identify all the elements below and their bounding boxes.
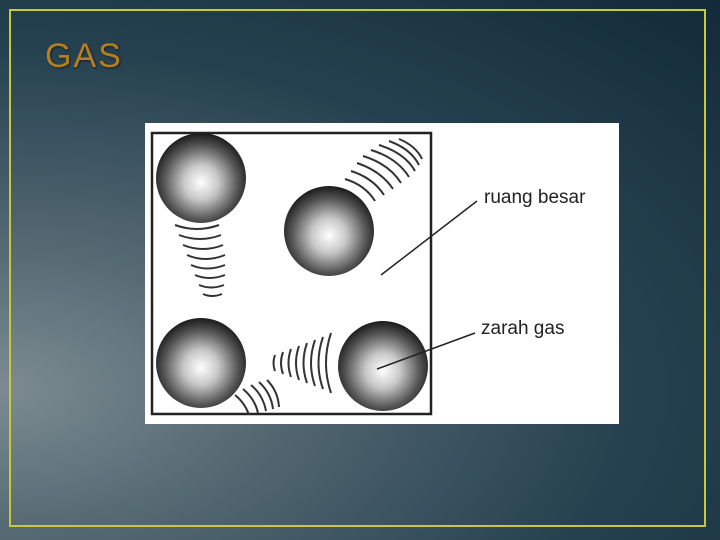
- gas-particle-top-right: [284, 186, 374, 276]
- motion-arcs-top-right: [344, 138, 423, 202]
- motion-arcs-top-left: [174, 224, 226, 297]
- pointer-line-particle: [376, 332, 476, 370]
- container-box: [150, 131, 433, 416]
- motion-arcs-bottom-middle: [272, 332, 332, 394]
- gas-particle-bottom-left: [156, 318, 246, 408]
- gas-particle-top-left: [156, 133, 246, 223]
- diagram-canvas: [150, 131, 478, 416]
- motion-arcs-bottom-left: [234, 379, 280, 416]
- slide-frame: [9, 9, 706, 527]
- pointer-line-space: [380, 200, 478, 276]
- slide-title: GAS: [45, 37, 123, 75]
- label-gas-particle: zarah gas: [481, 318, 565, 339]
- label-large-space: ruang besar: [484, 187, 586, 208]
- gas-particles-diagram: ruang besar zarah gas: [145, 123, 619, 424]
